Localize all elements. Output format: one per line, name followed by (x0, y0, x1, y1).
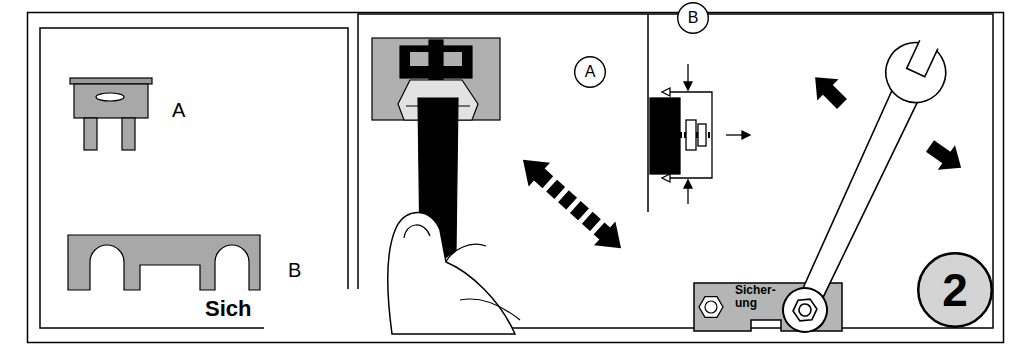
push-pull-arrow (567, 199, 579, 212)
circle-outline (575, 57, 606, 88)
blade-fuse (70, 78, 152, 150)
frame (28, 13, 1004, 343)
wrench (797, 302, 813, 318)
fuse-holder (410, 52, 430, 66)
frame (40, 28, 348, 328)
strip-fuse (68, 235, 260, 290)
fuse-puller (388, 212, 515, 334)
part-name: Sich (205, 298, 251, 320)
fuse-plate-node: Sicher- ung (693, 282, 843, 332)
turn-arrow (805, 67, 970, 181)
bolt-detail (650, 64, 750, 204)
blade-fuse (70, 78, 152, 84)
wrench (876, 33, 956, 113)
bolt-detail (670, 92, 712, 178)
wrench (769, 27, 959, 342)
blade-fuse (84, 118, 97, 150)
wrench (907, 40, 938, 77)
blade-fuse (96, 93, 124, 101)
callout-letter: 2 (917, 252, 993, 328)
push-pull-arrow (512, 148, 632, 260)
push-pull-arrow (544, 177, 604, 233)
push-pull-arrow (591, 220, 603, 233)
callout-letter: B (677, 2, 709, 34)
hex-nut (699, 297, 723, 318)
push-pull-arrow (544, 177, 556, 190)
bolt-detail (687, 186, 688, 204)
turn-arrow (805, 67, 853, 115)
fuse-plate-text: Sicher- ung (735, 284, 791, 310)
white-cover (264, 289, 400, 333)
wrench (776, 281, 834, 339)
bolt-detail (650, 98, 680, 174)
fuse-puller (404, 225, 430, 238)
push-pull-arrow (579, 209, 591, 222)
push-pull-arrow (512, 148, 632, 260)
callout-circle: A (574, 56, 606, 88)
wrench (791, 295, 820, 326)
blade-fuse (122, 118, 135, 150)
wrench (800, 90, 918, 299)
bolt-detail (686, 120, 696, 150)
bolt-detail (698, 124, 706, 146)
callout-circle: 2 (917, 252, 993, 328)
fuse-puller (388, 98, 520, 334)
push-pull-arrow (556, 188, 568, 201)
fuse-puller (446, 244, 486, 262)
bolt-detail (662, 88, 670, 96)
fuse-puller (460, 299, 520, 320)
fuse-holder (442, 52, 462, 66)
fuse-holder (429, 40, 443, 80)
wrench (907, 36, 940, 77)
part-letter: B (288, 260, 301, 280)
hex-nut (793, 297, 817, 318)
nut-hole (705, 301, 717, 313)
bolt-detail (726, 134, 744, 135)
part-letter: A (172, 100, 185, 120)
bolt-detail (684, 82, 692, 90)
bolt-detail (662, 174, 670, 182)
frame (28, 13, 1004, 343)
callout-circle: B (677, 2, 709, 34)
frame (647, 14, 649, 212)
bolt-detail (684, 180, 692, 188)
bolt-detail (742, 131, 750, 139)
strip-fuse (68, 235, 260, 290)
nut-hole (799, 301, 811, 313)
fuse-plate (694, 283, 842, 331)
circle-outline (678, 3, 709, 34)
bolt-detail (687, 64, 688, 84)
blade-fuse (74, 84, 148, 118)
callout-letter: A (574, 56, 606, 88)
turn-arrow (921, 134, 969, 180)
